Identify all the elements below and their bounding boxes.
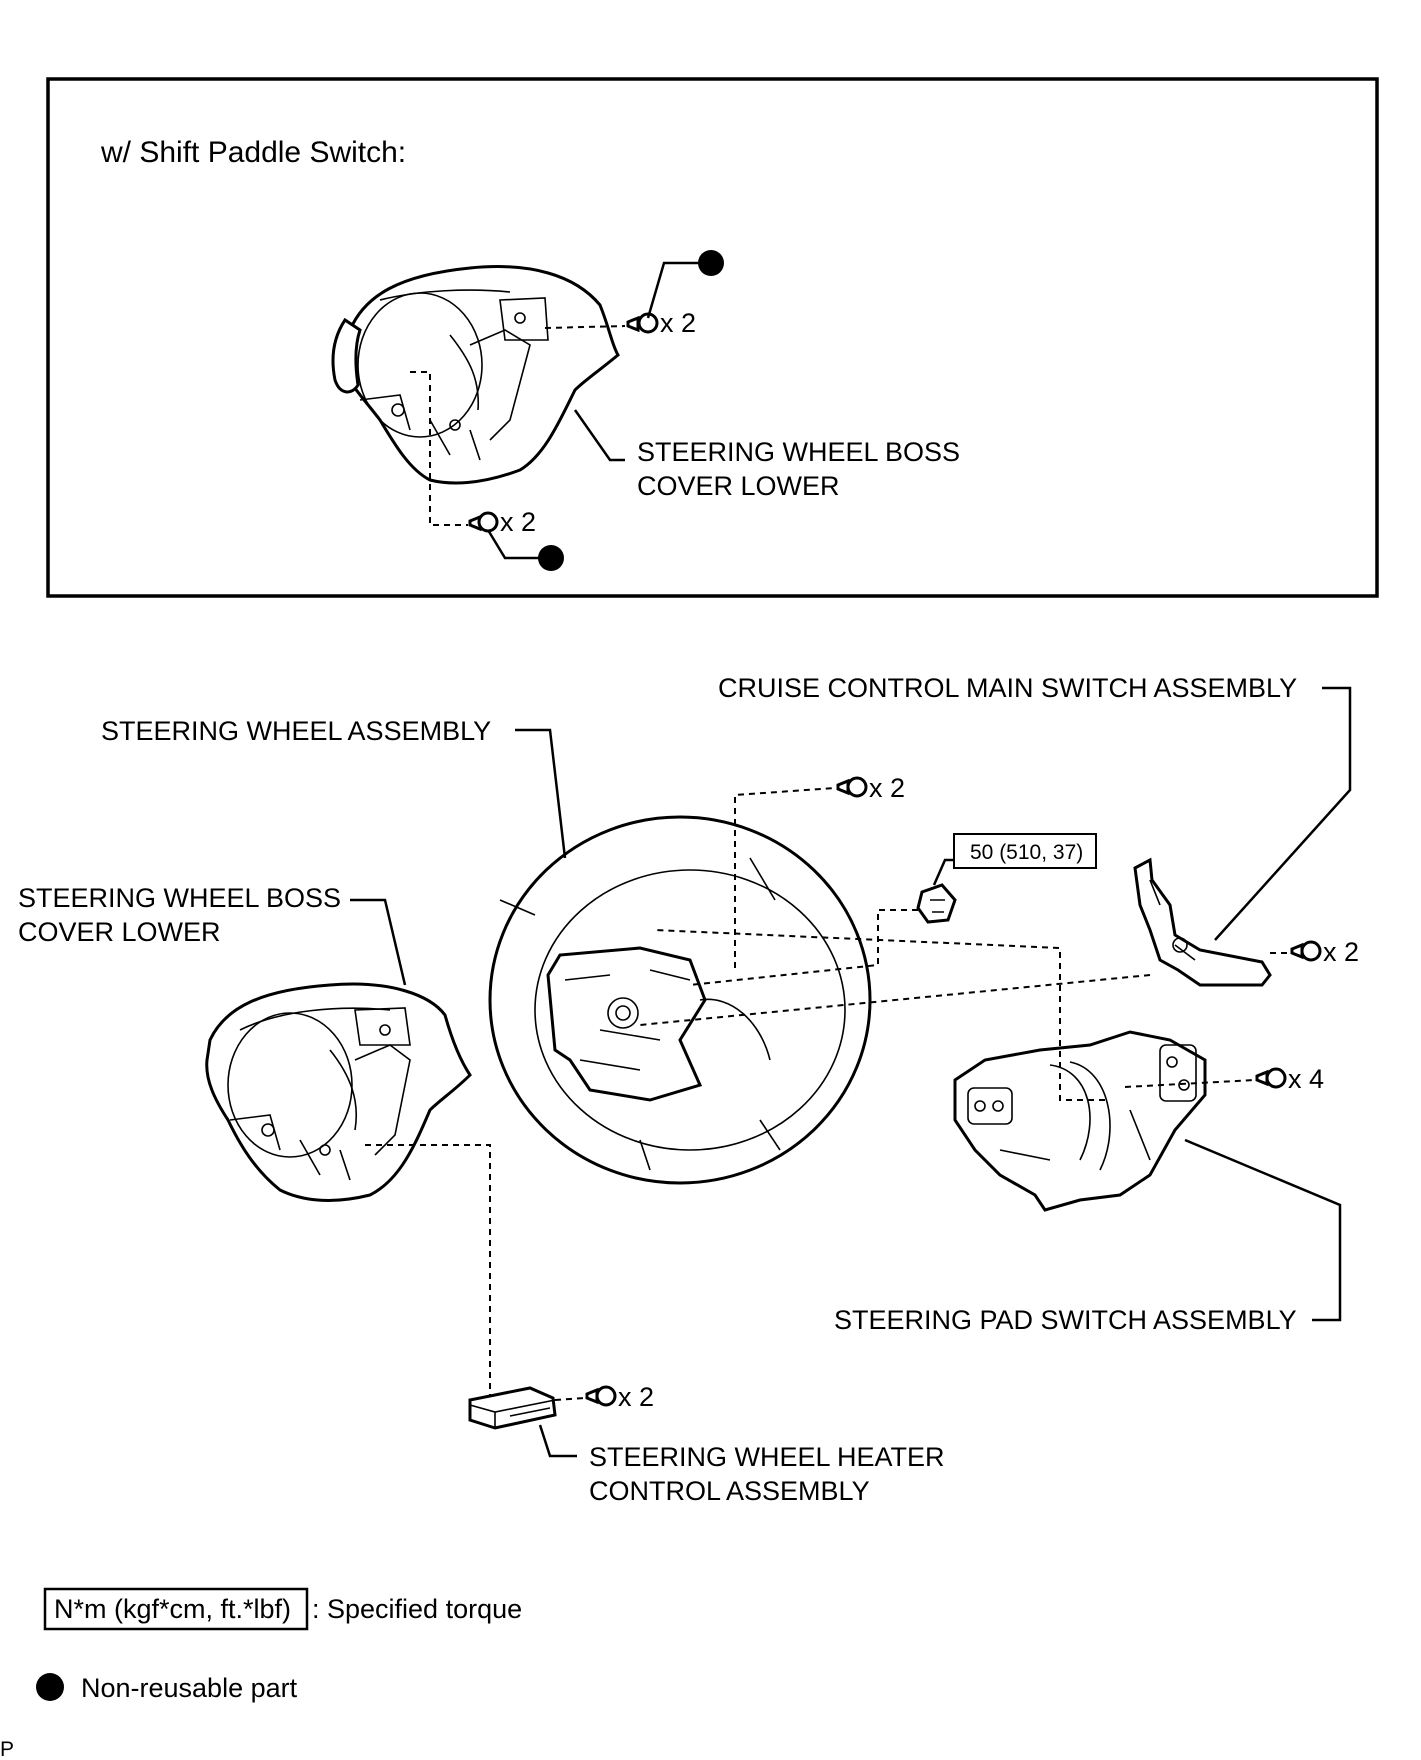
legend-torque-box xyxy=(43,1587,309,1631)
corner-mark: P xyxy=(0,1738,14,1760)
heater-label-1: STEERING WHEEL HEATER xyxy=(589,1442,945,1472)
heater-label-2: CONTROL ASSEMBLY xyxy=(589,1476,870,1506)
heater-screw-qty: x 2 xyxy=(618,1382,654,1412)
legend-nonreusable-marker xyxy=(36,1673,64,1701)
inset-boss-cover-label-1: STEERING WHEEL BOSS xyxy=(637,437,960,467)
boss-cover-label-1: STEERING WHEEL BOSS xyxy=(18,883,341,913)
wheel-label: STEERING WHEEL ASSEMBLY xyxy=(101,716,491,746)
torque-value: 50 (510, 37) xyxy=(970,841,1083,864)
inset-frame xyxy=(46,77,1379,598)
pad-switch-screw-qty: x 4 xyxy=(1288,1064,1324,1094)
boss-cover-label-2: COVER LOWER xyxy=(18,917,221,947)
steering-wheel-part xyxy=(488,815,872,1185)
cruise-screw xyxy=(1300,940,1322,962)
inset-screw-lower xyxy=(410,371,499,533)
boss-cover-lower-part xyxy=(205,982,472,1202)
heater-control-part xyxy=(468,1386,557,1430)
torque-box xyxy=(953,833,1097,869)
cruise-control-switch-part xyxy=(1133,857,1272,987)
wheel-screw xyxy=(846,776,868,798)
inset-screw-lower-qty: x 2 xyxy=(500,507,536,537)
nonreusable-marker-inset-lower xyxy=(538,545,564,571)
cruise-label: CRUISE CONTROL MAIN SWITCH ASSEMBLY xyxy=(718,673,1297,703)
inset-boss-cover-label-2: COVER LOWER xyxy=(637,471,840,501)
pad-switch-screw xyxy=(1265,1067,1287,1089)
steering-pad-switch-part xyxy=(953,1030,1207,1212)
inset-title: w/ Shift Paddle Switch: xyxy=(100,136,406,169)
legend-torque-box-text: N*m (kgf*cm, ft.*lbf) xyxy=(54,1594,291,1624)
inset-screw-upper-qty: x 2 xyxy=(660,308,696,338)
cruise-screw-qty: x 2 xyxy=(1323,937,1359,967)
legend-nonreusable-text: Non-reusable part xyxy=(81,1673,298,1703)
inset-boss-cover-part xyxy=(331,265,620,485)
nonreusable-marker-inset-upper xyxy=(698,250,724,276)
heater-screw xyxy=(595,1385,617,1407)
steering-wheel-nut xyxy=(916,883,957,924)
pad-switch-label: STEERING PAD SWITCH ASSEMBLY xyxy=(834,1305,1297,1335)
legend-torque-text: : Specified torque xyxy=(312,1594,522,1624)
wheel-screw-qty: x 2 xyxy=(869,773,905,803)
